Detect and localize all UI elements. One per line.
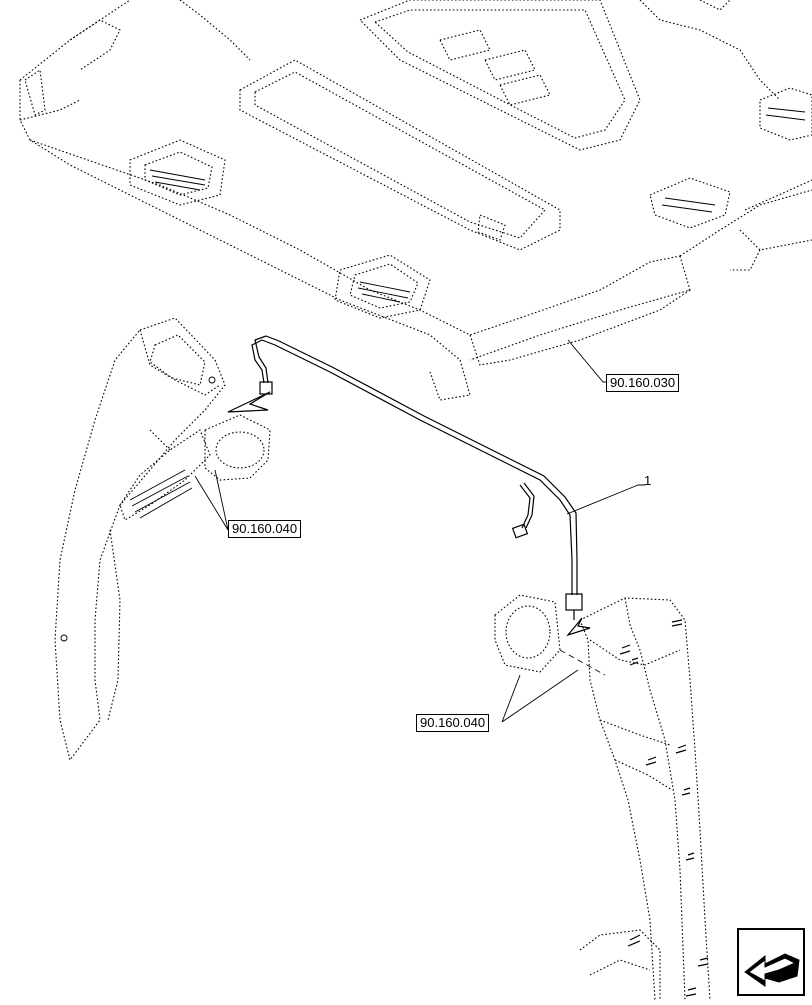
roof-liner [19,0,812,401]
right-speaker [494,594,606,676]
callout-roof-liner[interactable]: 90.160.030 [606,374,680,392]
fastener-group [619,619,709,997]
left-speaker-leader [194,469,229,531]
item-number-harness: 1 [644,473,652,488]
right-assembly-arrow [566,617,591,637]
roof-leader [567,339,607,383]
callout-left-speaker[interactable]: 90.160.040 [228,520,302,538]
wiring-harness [251,335,583,620]
left-assembly-arrow [227,391,271,413]
harness-leader [566,484,645,515]
callout-right-speaker[interactable]: 90.160.040 [416,714,490,732]
left-pillar-trim [54,317,226,762]
right-speaker-leader [501,669,579,723]
right-pillar-trim [579,597,711,1001]
arrow-back-icon [744,953,800,987]
left-speaker [204,414,271,481]
nav-back-button[interactable] [737,928,805,996]
